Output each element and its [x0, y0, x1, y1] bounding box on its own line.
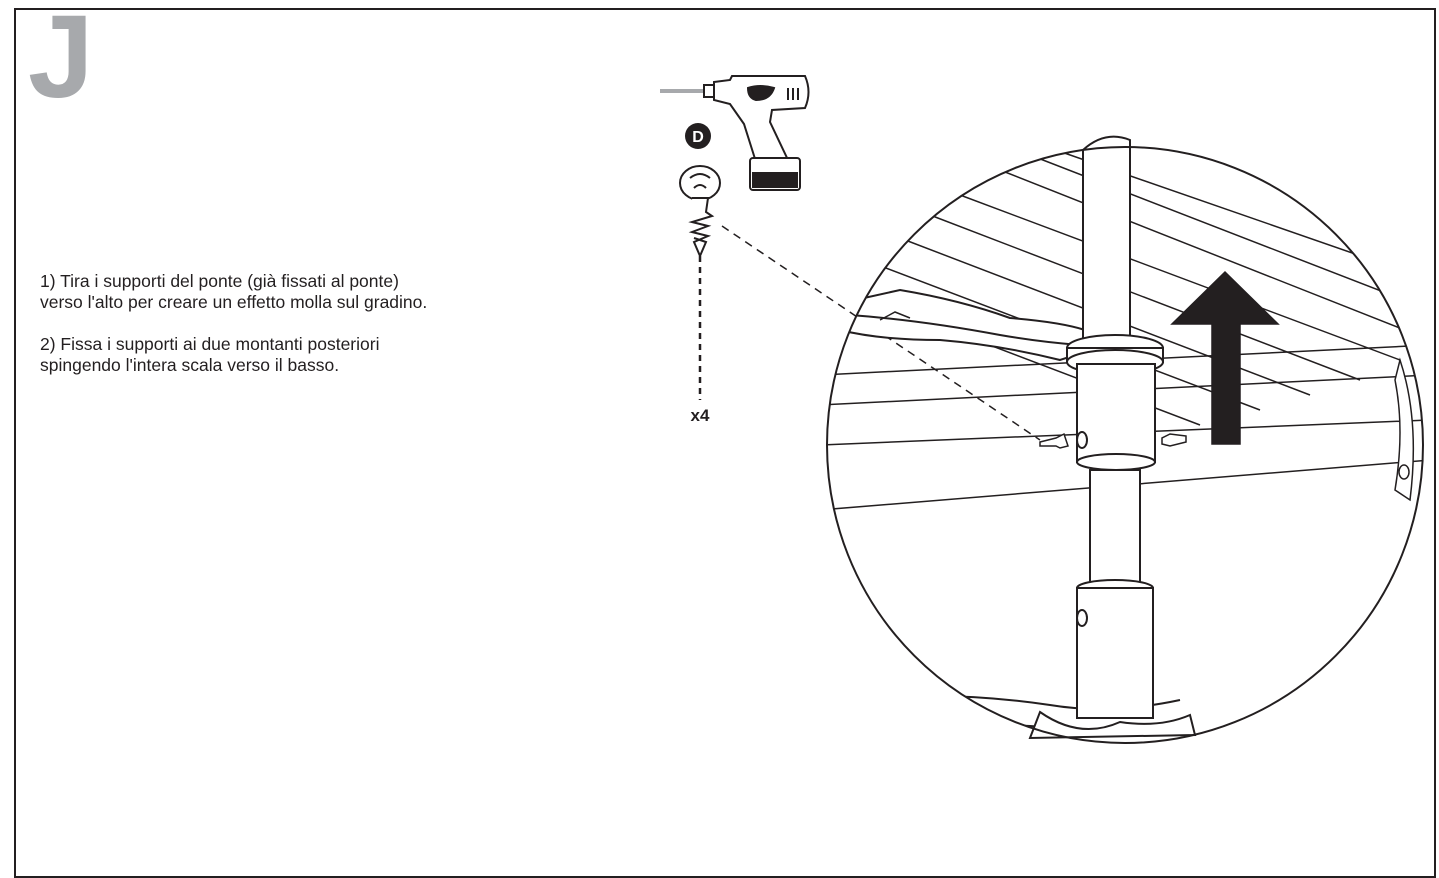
instructions: 1) Tira i supporti del ponte (già fissat… — [40, 271, 560, 397]
arrow-up-icon — [1170, 270, 1280, 445]
screw-location-icon — [1039, 432, 1187, 449]
detail-view — [826, 135, 1424, 744]
instruction-2: 2) Fissa i supporti ai due montanti post… — [40, 334, 560, 376]
screw-icon — [679, 165, 721, 259]
instruction-1-line-1: 1) Tira i supporti del ponte (già fissat… — [40, 271, 399, 291]
instruction-1: 1) Tira i supporti del ponte (già fissat… — [40, 271, 560, 313]
part-letter: D — [692, 129, 704, 146]
insertion-line — [721, 225, 1041, 441]
part-badge: D — [685, 123, 711, 149]
step-letter: J — [28, 0, 94, 123]
quantity-label: x4 — [691, 406, 710, 425]
drill-icon — [660, 75, 810, 191]
instruction-2-line-1: 2) Fissa i supporti ai due montanti post… — [40, 334, 380, 354]
instruction-2-line-2: spingendo l'intera scala verso il basso. — [40, 355, 340, 375]
instruction-1-line-2: verso l'alto per creare un effetto molla… — [40, 292, 428, 312]
